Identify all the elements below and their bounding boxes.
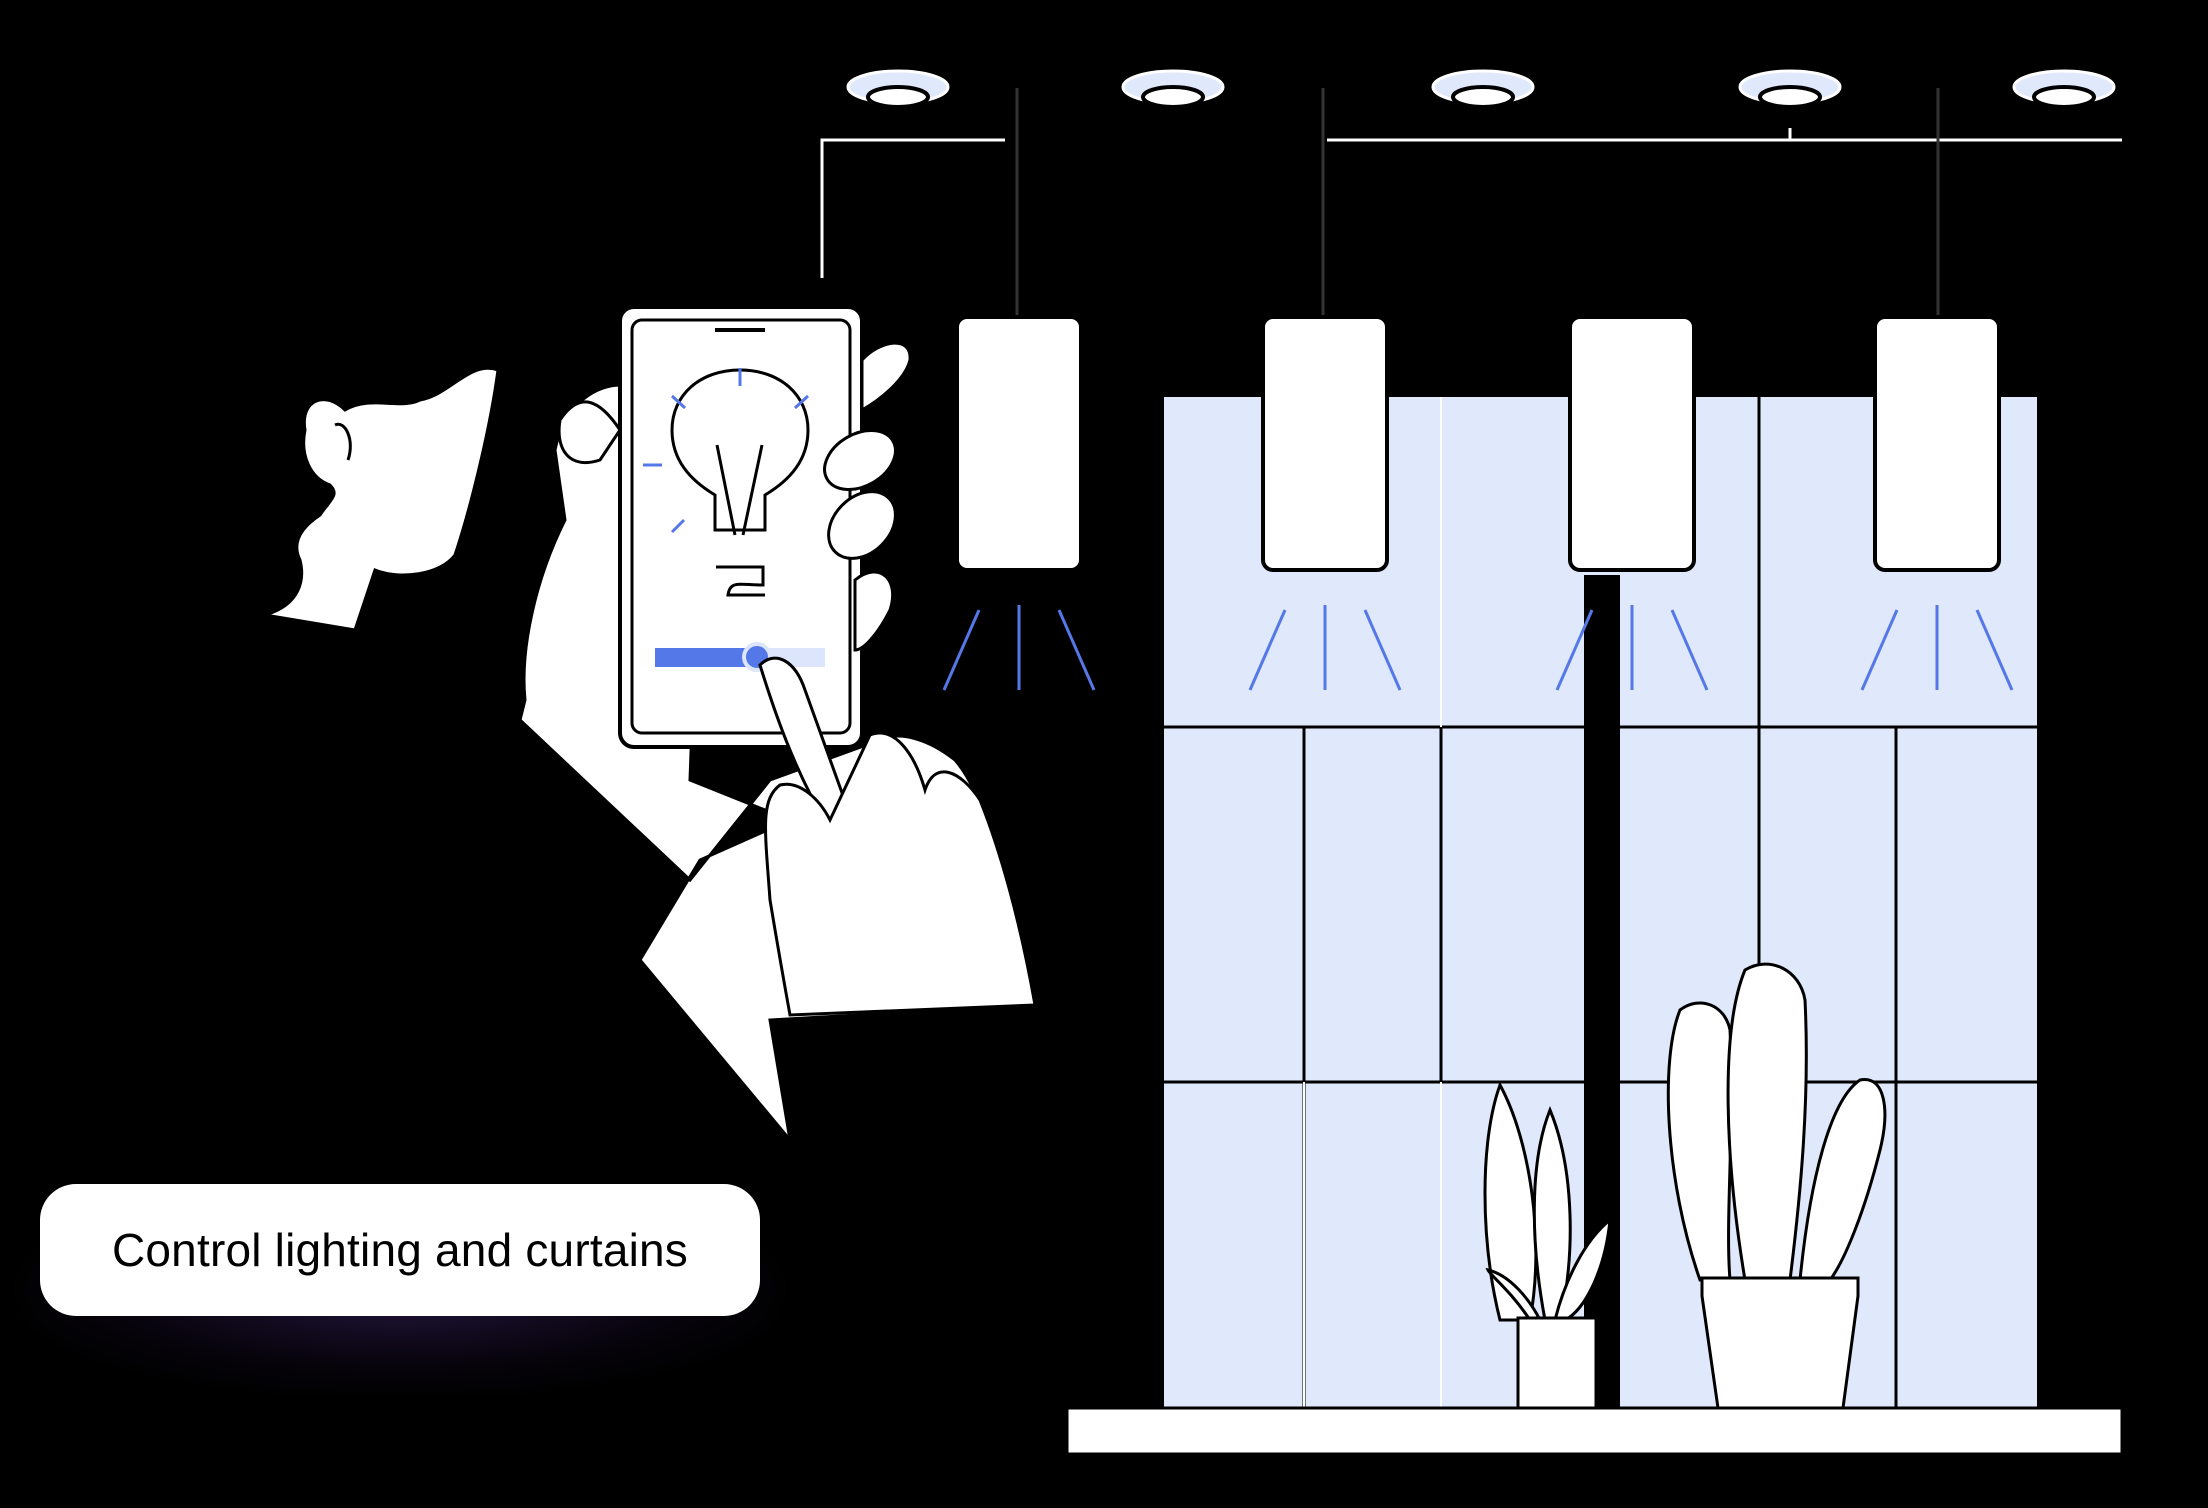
smartphone [557,305,1037,1017]
light-beam [1363,609,1402,691]
ceiling-light-icon [1451,85,1515,109]
ceiling-light-icon [866,85,930,109]
hand [557,341,1037,1017]
light-beam [1975,609,2014,691]
light-rays [643,368,810,534]
light-beam [1860,609,1899,691]
light-beam [1248,609,1287,691]
wiring [820,128,2122,278]
slider-fill [655,648,757,667]
pendant-lamp [942,315,1096,691]
pendant-lamp [1860,315,2014,691]
pendant-lamp [1555,315,1709,691]
pendant-lamp [1248,315,1402,691]
small-plant [1483,1081,1612,1410]
ceiling-light-icon [1758,85,1822,109]
ceiling-light-icon [2032,85,2096,109]
light-beam [1555,609,1594,691]
pendant-lamps [942,315,2014,691]
light-beam [1670,609,1709,691]
light-beam [1057,609,1096,691]
ceiling-lights [846,69,2116,109]
ceiling-light-icon [1141,85,1205,109]
caption-card: Control lighting and curtains [40,1184,760,1316]
window-sill [1065,1406,2124,1456]
hanging-cords [1015,88,1940,317]
caption-text: Control lighting and curtains [111,1224,689,1276]
large-plant [1666,962,1887,1410]
light-beam [942,609,981,691]
